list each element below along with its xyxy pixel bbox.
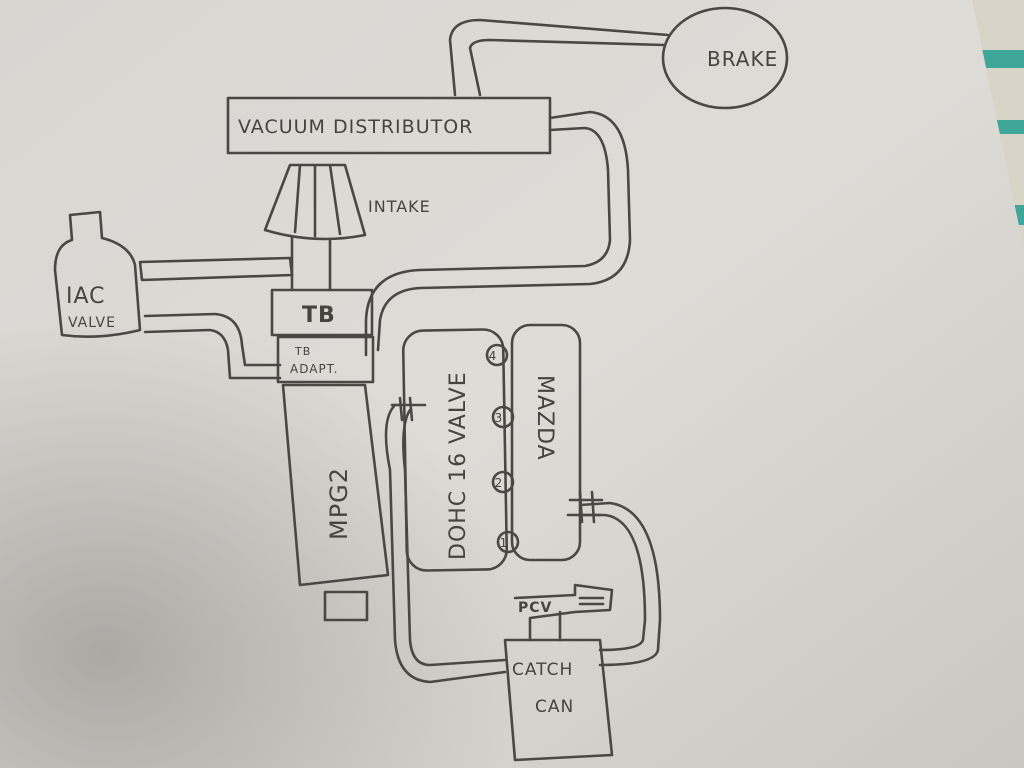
block-fitting [566,490,604,524]
cylinder-4-marker [485,343,509,367]
tb-adapt-label-2: ADAPT. [290,362,338,376]
head-to-catch-can-hose [384,403,507,684]
iac-valve-body [53,210,142,338]
engine-head-box [401,328,509,572]
tb-adapt-label-1: TB [294,345,311,358]
vacuum-distributor-label: VACUUM DISTRIBUTOR [238,116,473,138]
mpg2-outlet [323,590,369,622]
tb-box [270,288,374,337]
intake-label: INTAKE [368,197,431,216]
distributor-hose [364,110,632,357]
tb-adapter-box [276,335,375,384]
catch-can-box [503,638,614,762]
cylinder-1-marker [496,530,520,554]
hand-shadow [0,200,700,768]
iac-label: IAC [66,284,106,309]
pcv-stripes [578,596,605,606]
block-to-catch-can-hose [578,501,662,667]
iac-hoses [138,256,294,380]
brake-booster [661,6,789,110]
brake-label: BRAKE [707,47,778,71]
valve-label: VALVE [68,315,116,331]
cylinder-1-label: 1 [500,536,509,550]
cylinder-2-marker [491,470,515,494]
catch-label: CATCH [512,660,573,680]
can-label: CAN [535,697,574,717]
brake-hose [448,18,670,97]
engine-label: DOHC 16 VALVE [446,371,471,560]
intake-filter [263,163,367,241]
cylinder-3-marker [491,405,515,429]
cylinder-2-label: 2 [495,476,504,490]
cylinder-4-label: 4 [489,349,498,363]
hose-fitting [390,396,427,422]
tb-label: TB [302,303,336,328]
mazda-label: MAZDA [532,375,557,461]
pcv-valve [513,583,614,642]
vacuum-distributor-box [226,96,552,155]
mpg2-box [281,383,390,587]
cylinder-3-label: 3 [495,411,504,425]
pcv-label: PCV [518,600,552,616]
mpg2-label: MPG2 [325,467,353,540]
mazda-block-box [510,323,582,562]
